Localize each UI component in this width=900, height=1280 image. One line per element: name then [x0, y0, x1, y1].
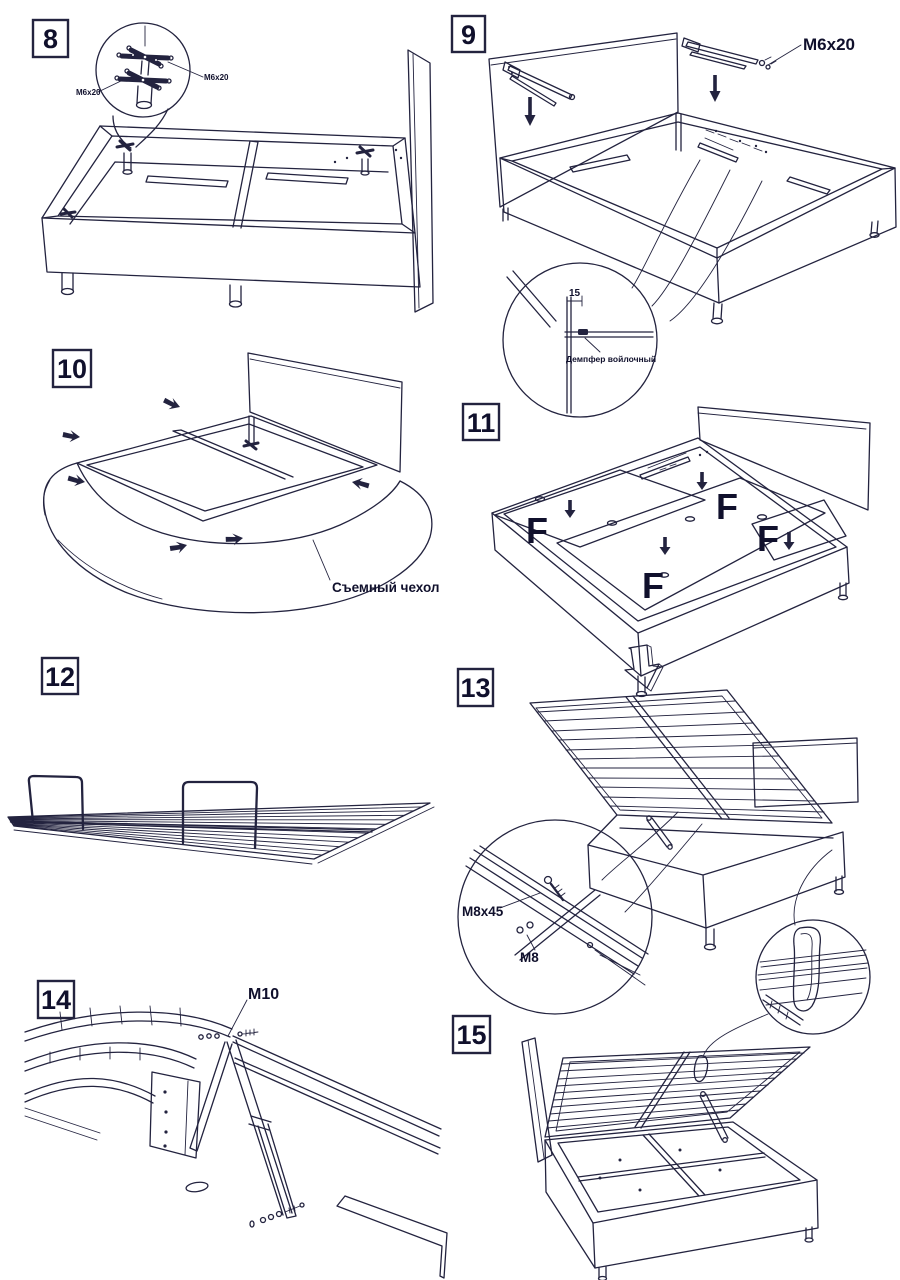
label-f1: F [526, 510, 548, 551]
step-12-illustration [7, 774, 435, 865]
step-9-number: 9 [461, 20, 476, 50]
bolt-detail: M8x45 M8 [462, 845, 649, 986]
gas-strut [226, 1039, 297, 1219]
label-screw-right: M6x20 [204, 73, 229, 82]
hinge-bracket-right [681, 37, 777, 70]
down-arrow [783, 532, 795, 550]
corner-bracket-back-left [115, 139, 135, 175]
detail-circle-damper [502, 262, 658, 418]
lifted-slat-frame [544, 1046, 811, 1138]
step-13-number-box [456, 667, 495, 708]
step-8-number: 8 [43, 24, 58, 54]
slats [546, 1052, 805, 1129]
detail-circle-leg-plate [95, 22, 191, 118]
step-9: 9 M6x20 [450, 14, 897, 418]
leg-mount-plates [114, 25, 174, 110]
bolts-bottom [249, 1202, 305, 1228]
handle [181, 780, 259, 850]
label-f2: F [716, 486, 738, 527]
bed-leg [60, 272, 75, 296]
strap [693, 1054, 709, 1083]
step-15: 15 [451, 1013, 819, 1280]
label-f3: F [757, 518, 779, 559]
step-15-number-box [451, 1014, 492, 1055]
step-11-number: 11 [467, 408, 496, 438]
down-arrow [524, 97, 536, 126]
label-screw: M6x20 [803, 35, 855, 54]
step-14: 14 [24, 979, 448, 1279]
down-block-arrow [624, 644, 664, 692]
label-f4: F [642, 565, 664, 606]
step-13-illustration: M8x45 M8 [457, 644, 871, 1035]
step-8-number-box [31, 18, 70, 59]
label-nut: M8 [520, 950, 539, 965]
headboard-panel [697, 406, 871, 511]
step-9-number-box [450, 14, 487, 54]
handle [27, 774, 85, 831]
bottom-panel [556, 477, 826, 611]
damper-detail: 15 Демпфер войлочный [506, 270, 656, 414]
step-15-illustration [521, 1013, 819, 1280]
hinge-bracket-left [502, 61, 576, 107]
step-11: 11 F F F F [461, 402, 871, 698]
step-12-number: 12 [45, 662, 75, 692]
headboard-panel [752, 737, 859, 808]
label-bolt: M10 [248, 986, 279, 1003]
removable-cover [43, 462, 433, 614]
label-cover: Съемный чехол [332, 580, 439, 595]
step-12-number-box [40, 656, 80, 696]
step-8-illustration: M6x20 M6x20 [41, 22, 434, 313]
step-14-number-box [36, 979, 76, 1020]
mount-plate [149, 1071, 201, 1159]
step-13-number: 13 [460, 673, 490, 703]
label-damper-offset: 15 [569, 288, 581, 299]
step-11-illustration: F F F F [491, 406, 871, 698]
corner-bracket-back-right [355, 145, 375, 176]
bottom-panel [494, 469, 706, 548]
headboard-panel [407, 49, 434, 313]
step-12: 12 [7, 656, 435, 865]
bottom-panel [751, 499, 847, 561]
step-10-number: 10 [57, 354, 87, 384]
step-9-illustration: M6x20 [488, 32, 897, 418]
step-10-illustration: Съемный чехол [42, 352, 439, 614]
down-arrow [659, 537, 671, 555]
detail-circle-bolts [457, 819, 653, 1015]
label-bolt: M8x45 [462, 904, 504, 919]
bolts-top [198, 1028, 259, 1040]
hardware-screws [697, 129, 768, 163]
headboard-panel [521, 1037, 553, 1163]
down-arrow [564, 500, 576, 518]
step-13: 13 [456, 644, 871, 1035]
label-screw-left: M6x20 [76, 88, 101, 97]
slats [536, 700, 825, 813]
detail-circle-strap [755, 919, 871, 1035]
down-arrow [709, 75, 721, 102]
step-14-number: 14 [41, 985, 71, 1015]
label-damper: Демпфер войлочный [566, 354, 656, 364]
step-10: 10 Съемный чехол [42, 348, 439, 614]
strap-detail [757, 926, 869, 1026]
headboard-panel [247, 352, 403, 473]
down-arrow [696, 472, 708, 490]
step-11-number-box [461, 402, 501, 442]
step-10-number-box [51, 348, 93, 389]
headboard-panel [488, 32, 679, 208]
step-8: 8 [31, 18, 434, 313]
step-15-number: 15 [456, 1020, 486, 1050]
corner-bracket-front-left [59, 207, 77, 219]
bed-leg [228, 284, 243, 308]
step-14-illustration: M10 [24, 986, 448, 1279]
tuck-arrows [62, 397, 370, 554]
